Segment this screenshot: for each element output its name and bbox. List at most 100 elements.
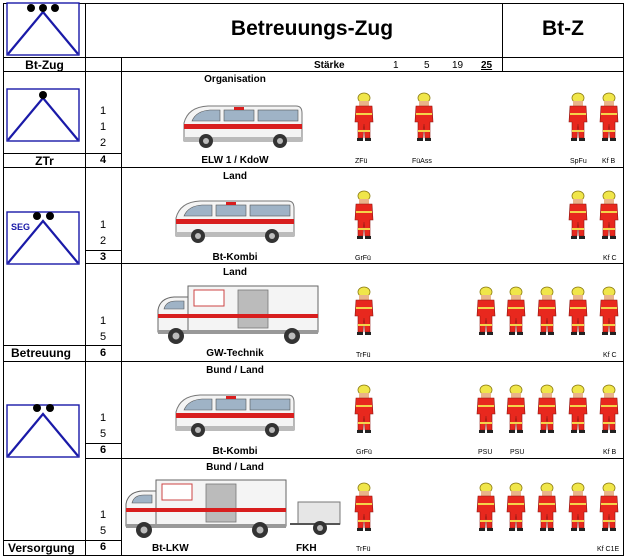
- strength-value-total: 25: [481, 60, 493, 71]
- gruppe-symbol: [6, 403, 81, 458]
- role-label: Kf C: [603, 255, 617, 262]
- role-label: TrFü: [356, 352, 371, 359]
- row-line-1: [3, 167, 624, 168]
- firefighter-icon: [568, 92, 588, 142]
- firefighter-icon: [506, 384, 526, 434]
- frame-top: [3, 3, 624, 4]
- total-line-2: [86, 250, 121, 251]
- firefighter-icon: [476, 384, 496, 434]
- firefighter-icon: [354, 482, 374, 532]
- count: 2: [100, 137, 107, 149]
- versorgung-label-line: [3, 540, 85, 541]
- total-line-5: [86, 540, 121, 541]
- role-label: Kf B: [602, 158, 616, 165]
- count: 1: [100, 219, 107, 231]
- seg-symbol-text: SEG: [11, 222, 31, 232]
- count: 1: [100, 121, 107, 133]
- org-label: Land: [223, 171, 247, 182]
- page-title: Betreuungs-Zug: [230, 17, 394, 40]
- role-label: ZFü: [355, 158, 368, 165]
- firefighter-icon: [599, 384, 619, 434]
- unit-label: Bt-Zug: [25, 58, 64, 72]
- role-label: Kf C: [603, 352, 617, 359]
- firefighter-icon: [599, 286, 619, 336]
- strength-value-3: 19: [452, 60, 464, 71]
- firefighter-icon: [599, 190, 619, 240]
- count: 1: [100, 105, 107, 117]
- trailer-label: FKH: [296, 543, 317, 554]
- firefighter-icon: [568, 286, 588, 336]
- row-line-subheader: [3, 71, 624, 72]
- vehicle-label: Bt-Kombi: [212, 252, 258, 263]
- row-total: 3: [100, 251, 107, 263]
- firefighter-icon: [354, 92, 374, 142]
- total-line-4: [86, 443, 121, 444]
- row-line-4: [86, 458, 624, 459]
- row-total: 6: [100, 347, 107, 359]
- betreuung-label-line: [3, 345, 85, 346]
- group-label-betreuung: Betreuung: [11, 346, 71, 360]
- firefighter-icon: [476, 286, 496, 336]
- vehicle-label: GW-Technik: [206, 348, 264, 359]
- role-label: FüAss: [412, 158, 432, 165]
- firefighter-icon: [537, 384, 557, 434]
- firefighter-icon: [568, 384, 588, 434]
- count: 1: [100, 315, 107, 327]
- count: 5: [100, 428, 107, 440]
- count: 2: [100, 235, 107, 247]
- row-line-3: [3, 361, 624, 362]
- trailer-icon: [290, 501, 341, 535]
- van-icon: [175, 200, 295, 244]
- row-total: 6: [100, 444, 107, 456]
- row-line-header: [3, 57, 624, 58]
- truck-icon: [157, 285, 319, 344]
- role-label: PSU: [478, 449, 493, 456]
- org-label: Land: [223, 267, 247, 278]
- lkw-icon: [125, 479, 287, 538]
- total-line-1: [86, 153, 121, 154]
- frame-bottom: [3, 555, 624, 556]
- org-label: Bund / Land: [206, 365, 264, 376]
- van-icon: [183, 105, 303, 149]
- firefighter-icon: [568, 190, 588, 240]
- trupp-symbol: [6, 88, 81, 142]
- page-short-title: Bt-Z: [542, 17, 584, 40]
- total-line-3: [86, 345, 121, 346]
- col-line-1: [85, 3, 86, 556]
- strength-value-2: 5: [424, 60, 430, 71]
- org-label: Bund / Land: [206, 462, 264, 473]
- strength-label: Stärke: [314, 60, 345, 71]
- col-line-3: [502, 3, 503, 72]
- firefighter-icon: [599, 92, 619, 142]
- role-label: SpFu: [570, 158, 587, 165]
- firefighter-icon: [568, 482, 588, 532]
- role-label: TrFü: [356, 546, 371, 553]
- vehicle-label: Bt-LKW: [152, 543, 189, 554]
- vehicle-label: Bt-Kombi: [212, 446, 258, 457]
- role-label: PSU: [510, 449, 525, 456]
- firefighter-icon: [354, 384, 374, 434]
- firefighter-icon: [537, 482, 557, 532]
- count: 5: [100, 525, 107, 537]
- seg-symbol: [6, 210, 81, 265]
- role-label: GrFü: [355, 255, 371, 262]
- role-label: Kf B: [603, 449, 617, 456]
- firefighter-icon: [506, 286, 526, 336]
- row-total: 4: [100, 154, 107, 166]
- firefighter-icon: [506, 482, 526, 532]
- count: 5: [100, 331, 107, 343]
- zug-symbol: [6, 2, 81, 56]
- firefighter-icon: [354, 286, 374, 336]
- vehicle-label: ELW 1 / KdoW: [201, 155, 269, 166]
- firefighter-icon: [476, 482, 496, 532]
- role-label: GrFü: [356, 449, 372, 456]
- van-icon: [175, 394, 295, 438]
- row-line-2: [86, 263, 624, 264]
- firefighter-icon: [354, 190, 374, 240]
- strength-value-1: 1: [393, 60, 399, 71]
- org-label: Organisation: [204, 74, 266, 85]
- count: 1: [100, 412, 107, 424]
- count: 1: [100, 509, 107, 521]
- frame-left: [3, 3, 4, 556]
- firefighter-icon: [414, 92, 434, 142]
